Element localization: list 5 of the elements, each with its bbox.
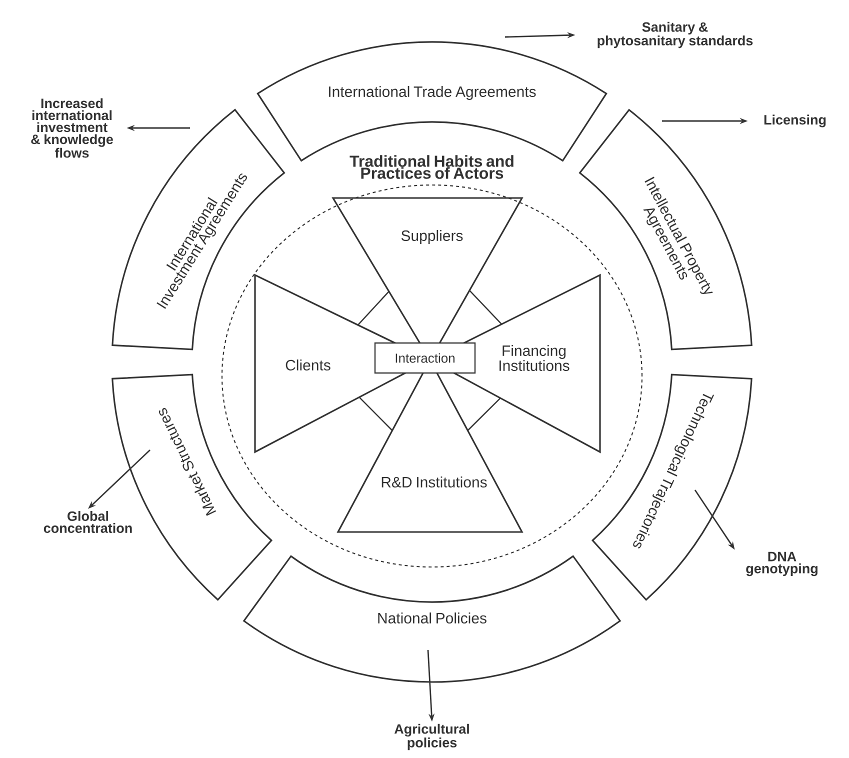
interaction-box: Interaction: [374, 342, 476, 374]
outcome-label: Increased international investment & knowledge flows: [31, 98, 113, 158]
outcome-label: Agricultural policies: [394, 724, 469, 750]
ring-segment: National Policies: [243, 555, 621, 683]
outcome-label: Licensing: [764, 114, 826, 128]
